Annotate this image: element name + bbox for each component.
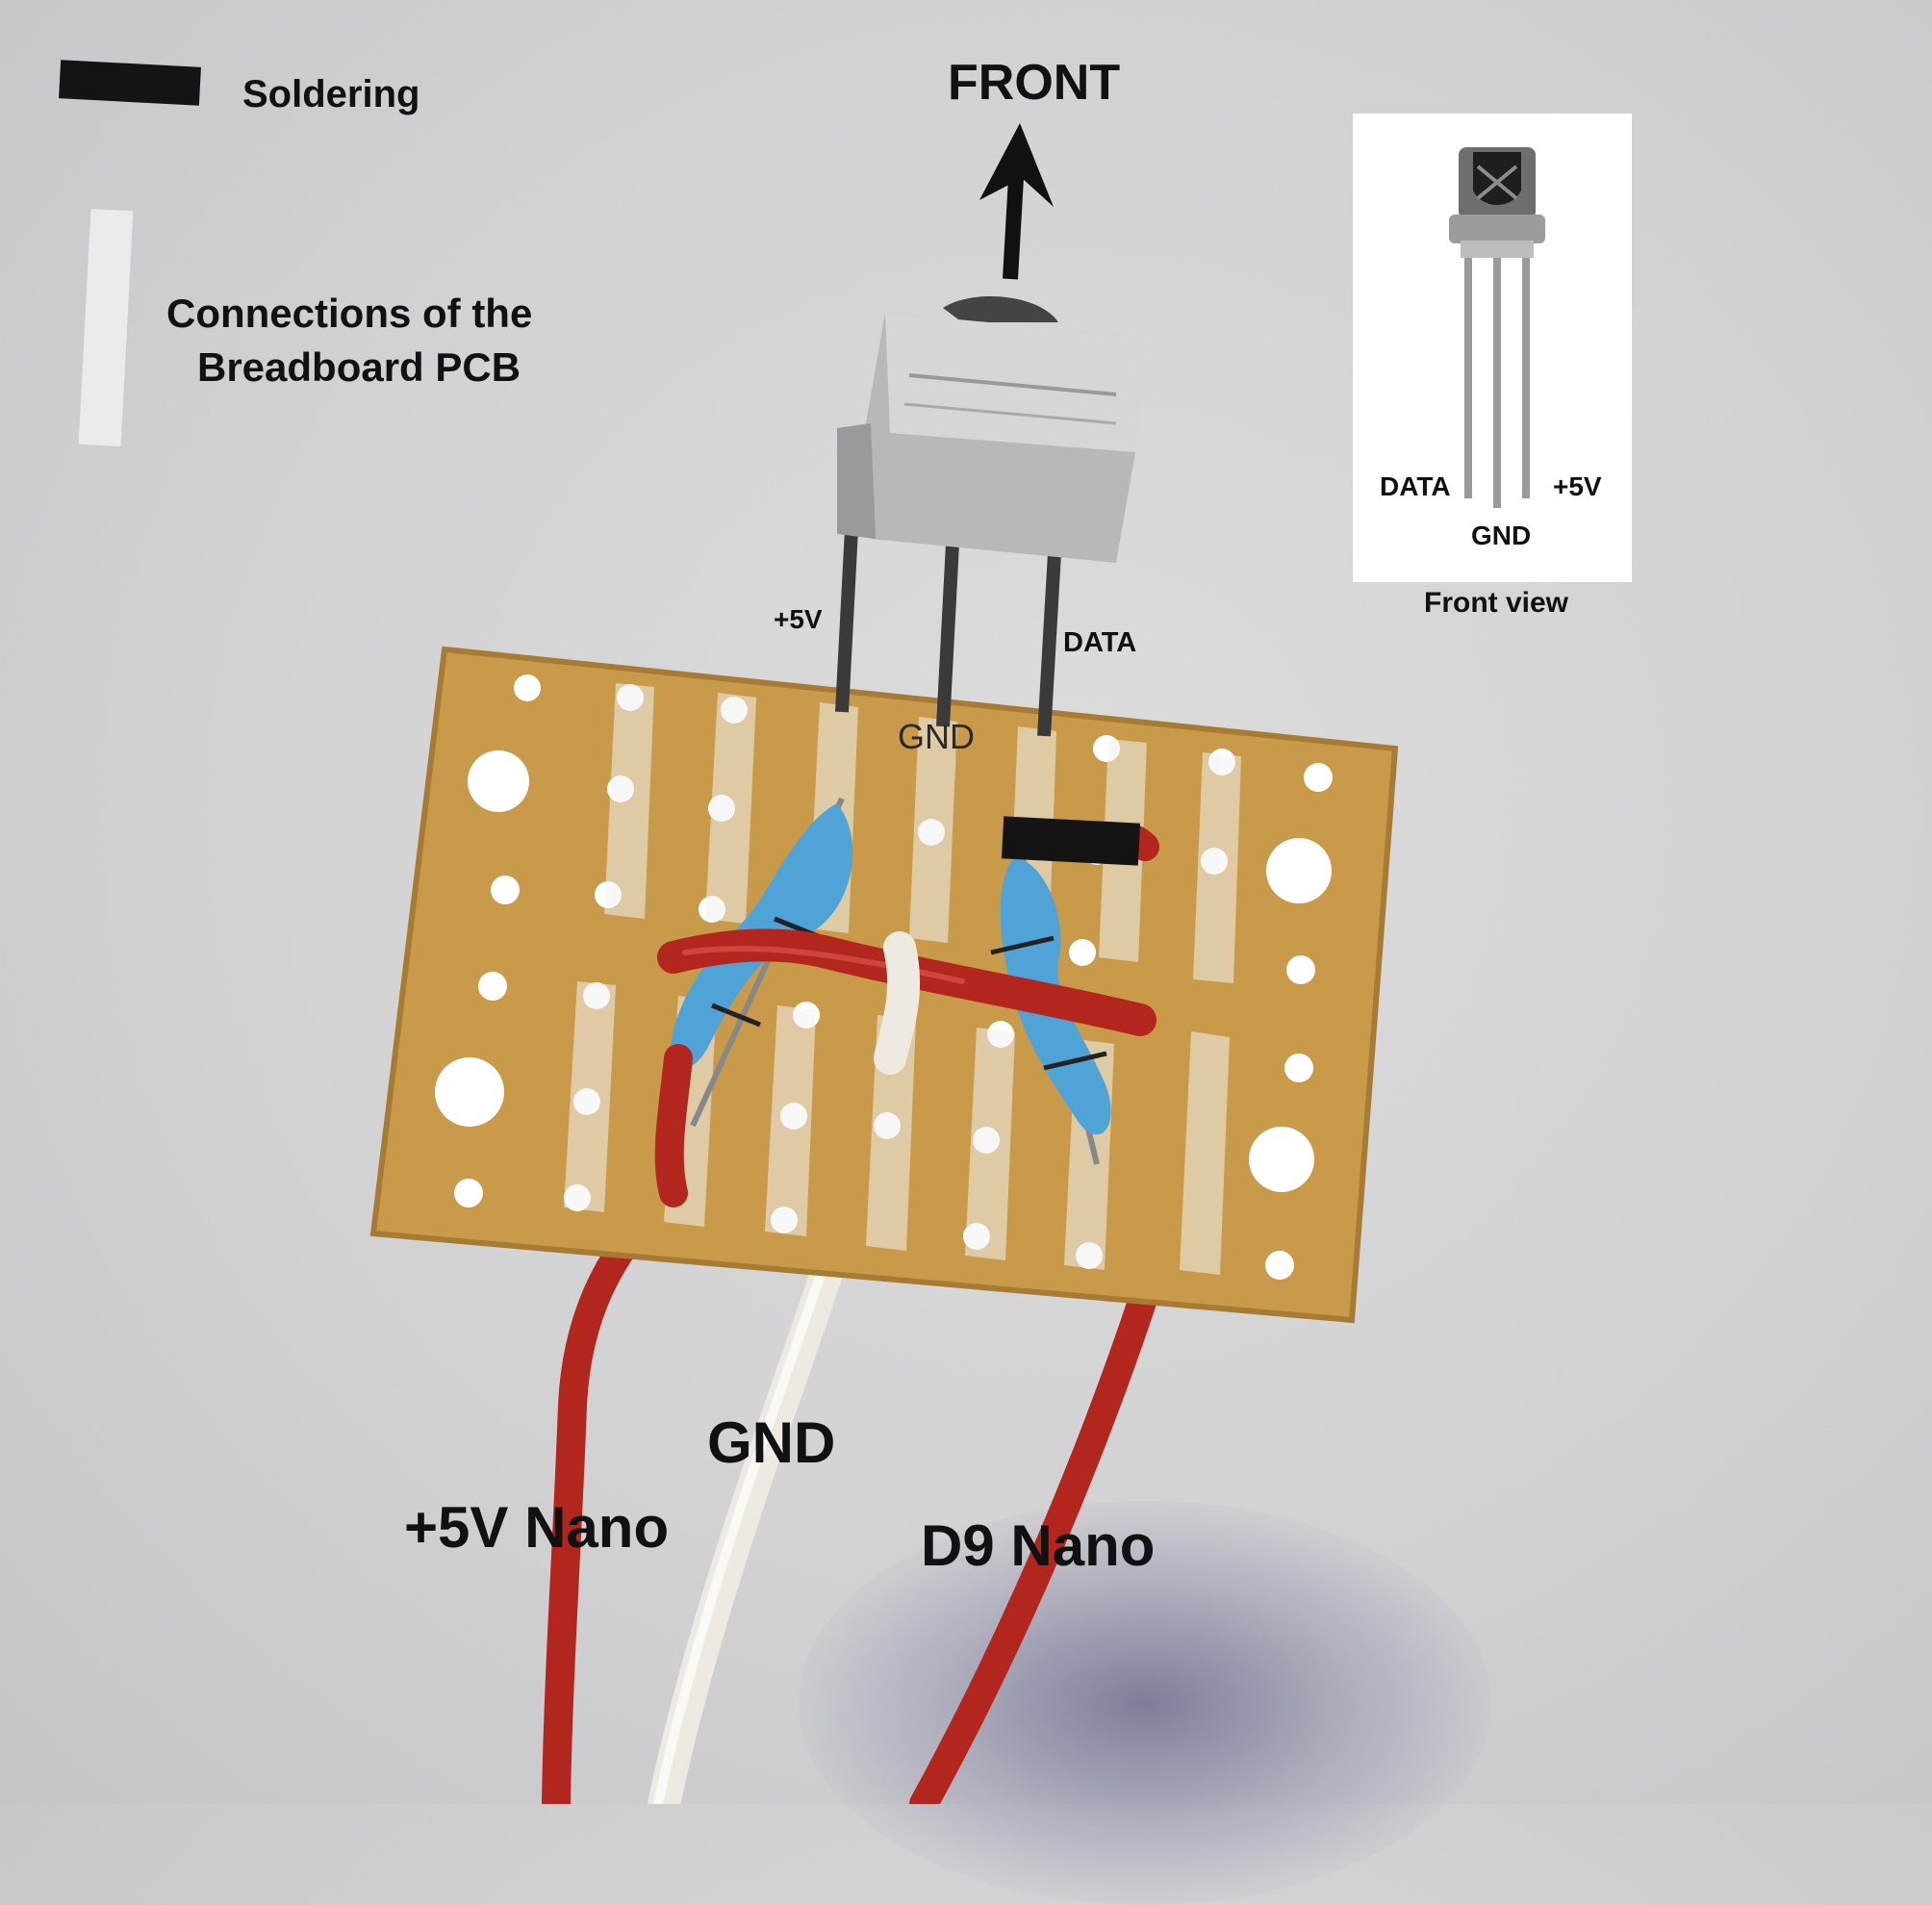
wire-plus5v-end	[654, 1044, 693, 1207]
ir-sensor	[837, 296, 1140, 563]
inset-pin-gnd-label: GND	[1471, 521, 1532, 550]
connections-legend-line2: Breadboard PCB	[197, 344, 521, 390]
inset-caption: Front view	[1424, 587, 1569, 619]
front-label: FRONT	[948, 55, 1121, 111]
wire-gnd-label: GND	[707, 1410, 836, 1475]
front-view-inset: DATA GND +5V	[1353, 114, 1632, 582]
connections-legend-line1: Connections of the	[166, 291, 533, 336]
wire-d9-label: D9 Nano	[921, 1513, 1156, 1578]
sensor-pin-data-label: DATA	[1063, 627, 1137, 658]
sensor-pin-plus5v-label: +5V	[774, 604, 823, 634]
ir-sensor-leads	[835, 528, 1061, 737]
wire-gnd-end	[874, 931, 921, 1075]
inset-pin-plus5v-label: +5V	[1553, 471, 1602, 501]
wire-plus5v-label: +5V Nano	[404, 1495, 670, 1560]
ir-receiver-front-view-icon	[1449, 147, 1545, 508]
front-arrow-icon	[979, 123, 1054, 280]
inset-pin-data-label: DATA	[1380, 471, 1451, 501]
pcb-photo	[369, 123, 1399, 1804]
sensor-pin-gnd-label: GND	[898, 717, 975, 756]
solder-mark	[1001, 816, 1141, 866]
soldering-legend-label: Soldering	[242, 73, 420, 115]
